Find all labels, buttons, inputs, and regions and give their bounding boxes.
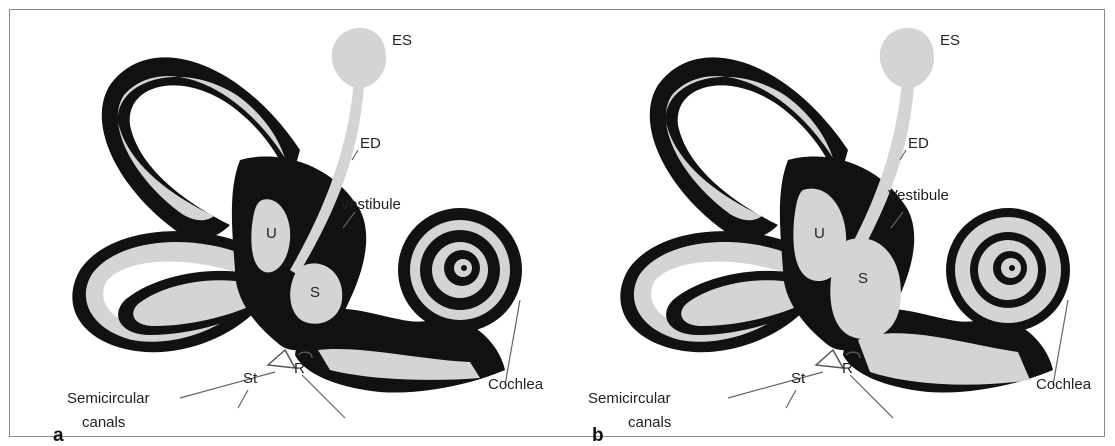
- label-utricle: U: [266, 225, 277, 242]
- leader-stapes: [786, 390, 796, 408]
- panel-letter-a: a: [53, 425, 64, 446]
- label-stapes: St: [243, 370, 258, 387]
- label-vestibule: Vestibule: [340, 196, 401, 213]
- endolymphatic-sac: [880, 28, 934, 88]
- leader-cochlea: [1053, 300, 1068, 385]
- label-es: ES: [392, 32, 412, 49]
- panel-letter-b: b: [592, 425, 604, 446]
- label-ed: ED: [908, 135, 929, 152]
- label-semicircular-line2: canals: [82, 414, 125, 431]
- leader-stapes: [238, 390, 248, 408]
- inner-ear-illustration-a: [72, 28, 522, 393]
- leader-semicircular: [728, 372, 823, 398]
- label-vestibule: Vestibule: [888, 187, 949, 204]
- label-stapes: St: [791, 370, 806, 387]
- label-semicircular-line1: Semicircular: [67, 390, 150, 407]
- panel-a-diagram: ES ED Vestibule U S St R Cochlea Semicir…: [0, 0, 548, 446]
- leader-semicircular: [180, 372, 275, 398]
- inner-ear-illustration-b: [620, 28, 1070, 393]
- label-saccule: S: [310, 284, 320, 301]
- leader-cochlea: [505, 300, 520, 385]
- label-ed: ED: [360, 135, 381, 152]
- stapes-footplate: [816, 350, 843, 368]
- label-round-window: R: [294, 360, 305, 377]
- stapes-footplate: [268, 350, 295, 368]
- label-utricle: U: [814, 225, 825, 242]
- panel-b-diagram: ES ED Vestibule U S St R Cochlea Semicir…: [548, 0, 1096, 446]
- cochlea-spiral-center: [461, 265, 467, 271]
- label-saccule: S: [858, 270, 868, 287]
- endolymphatic-sac: [332, 28, 386, 88]
- label-es: ES: [940, 32, 960, 49]
- label-semicircular-line1: Semicircular: [588, 390, 671, 407]
- cochlea-spiral-center: [1009, 265, 1015, 271]
- label-cochlea: Cochlea: [1036, 376, 1092, 393]
- label-round-window: R: [842, 360, 853, 377]
- label-cochlea: Cochlea: [488, 376, 544, 393]
- label-semicircular-line2: canals: [628, 414, 671, 431]
